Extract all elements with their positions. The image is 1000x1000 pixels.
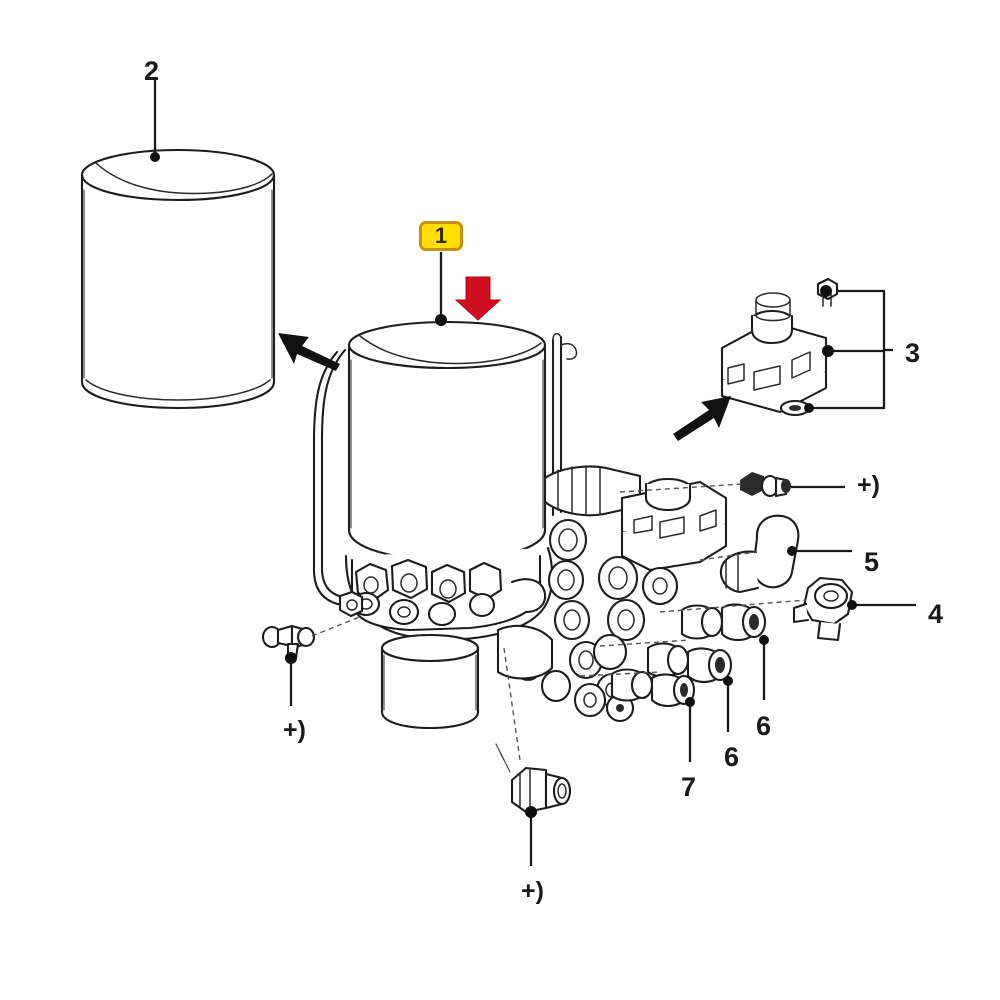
callout-label-6-upper: 6	[756, 711, 772, 741]
part-desiccant-cartridge	[80, 148, 276, 410]
part-optional-sensor	[740, 472, 791, 498]
transfer-arrow-to-governor	[673, 396, 731, 441]
part-governor-assembly	[720, 277, 839, 417]
part-optional-tee-fitting	[261, 624, 316, 660]
air-dryer-valve-body	[338, 546, 554, 730]
callout-label-7: 7	[681, 772, 697, 802]
valve-block-cluster	[496, 465, 767, 723]
part-check-valve	[792, 576, 854, 642]
callout-label-4: 4	[928, 599, 944, 629]
callout-label-6-lower: 6	[724, 742, 740, 772]
leader-lines	[150, 78, 916, 866]
callout-label-5: 5	[864, 547, 880, 577]
callout-label-optional-bottom: +)	[521, 877, 544, 905]
part-elbow-fitting	[720, 514, 800, 594]
callout-label-optional-right: +)	[857, 471, 880, 499]
assembly-guide-lines	[311, 483, 807, 761]
callout-label-optional-left: +)	[283, 716, 306, 744]
callout-badge-1[interactable]: 1	[419, 221, 463, 251]
callout-label-2: 2	[144, 56, 160, 86]
callout-label-3: 3	[905, 338, 921, 368]
transfer-arrow-to-cartridge	[278, 333, 340, 371]
highlight-arrow-down	[454, 276, 502, 321]
part-optional-bottom-fitting	[495, 743, 572, 814]
